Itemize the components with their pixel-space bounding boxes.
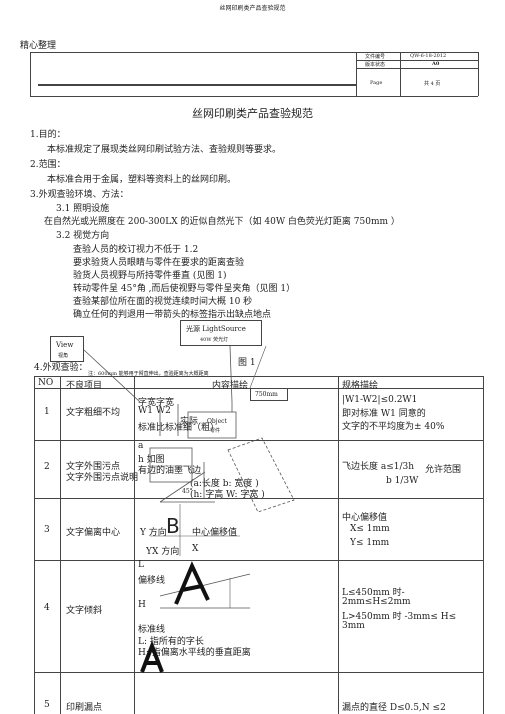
- letter-a-icon: [140, 640, 164, 673]
- sight-line: [83, 349, 141, 403]
- page-value: 共 4 页: [424, 81, 441, 87]
- inspection-line-5: 查验某部位所在面的视觉连续时间大概 10 秒: [73, 297, 253, 307]
- row-1-item: 文字粗细不均: [66, 408, 121, 418]
- row-1-content-2: W1 W2: [138, 406, 171, 416]
- section-2-text: 本标准合用于金属，塑料等资料上的丝网印刷。: [47, 175, 237, 185]
- row-1-content-1: 字宽字宽: [138, 398, 175, 408]
- row-4-content-6: H: 指偏离水平线的垂直距离: [138, 648, 251, 658]
- row-4-content-4: 标准线: [138, 625, 166, 635]
- distance-label: 750mm: [255, 391, 278, 398]
- light-source-label: 光源 LightSource: [186, 325, 246, 333]
- row-3-content-1: Y 方向: [140, 528, 167, 538]
- header-defect-item: 不良项目: [66, 381, 103, 391]
- row-5-item: 印刷漏点: [66, 703, 103, 713]
- row-5-no: 5: [44, 700, 50, 710]
- row-4-content-5: L: 指所有的字长: [138, 637, 204, 647]
- row-3-spec-2: X≤ 1mm: [350, 524, 390, 534]
- running-title: 丝网印刷类产品查验规范: [219, 5, 286, 12]
- offset-line: [159, 573, 251, 597]
- row-1-spec-2: 即对标准 W1 同意的: [342, 409, 426, 419]
- view-box: [50, 336, 84, 362]
- inspection-line-6: 确立任何的判退用一带箭头的标签指示出缺点地点: [73, 310, 272, 320]
- view-label-cn: 视角: [58, 353, 69, 359]
- section-3-2-heading: 3.2 视觉方向: [56, 231, 110, 241]
- row-1-content-3: 标准比标准细（粗）: [138, 423, 220, 433]
- tilted-object: [227, 437, 295, 513]
- row-2-spec-2: b 1/3W: [386, 476, 419, 486]
- row-3-spec-3: Y≤ 1mm: [350, 538, 390, 548]
- row-2-content-3: 有边的油墨飞边: [138, 466, 202, 476]
- row-3-content-5: X: [192, 544, 199, 554]
- tilted-letter-a-icon: [174, 561, 210, 605]
- inspection-line-3: 验货人员视野与所持零件垂直 (见图 1): [73, 271, 227, 281]
- figure-caption: 图 1: [238, 358, 256, 368]
- section-4-heading: 4.外观查验：: [34, 363, 88, 373]
- page-label: Page: [370, 80, 383, 86]
- row-4-content-3: H: [138, 600, 146, 610]
- row-2-content-2: h 如图: [138, 455, 165, 465]
- row-2-spec-note: 允许范围: [425, 465, 462, 475]
- row-3-content-4: YX 方向: [146, 547, 180, 557]
- row-1-no: 1: [44, 407, 50, 417]
- distance-pointer: [249, 345, 267, 389]
- lamp-label: 40W 荧光灯: [200, 337, 229, 343]
- header-content-description: 内容描绘: [212, 381, 249, 391]
- row-2-spec-1: 飞边长度 a≤1/3h: [342, 462, 415, 472]
- doc-number-label: 文件编号: [365, 54, 386, 60]
- row-5-spec-1: 漏点的直径 D≤0.5,N ≤2: [342, 703, 446, 713]
- row-1-content-note: 实际: [180, 417, 199, 427]
- inspection-line-4: 转动零件呈 45°角 ,而后使视野与零件呈夹角（见图 1）: [73, 284, 296, 294]
- row-4-item: 文字倾斜: [66, 606, 103, 616]
- version-value: A0: [432, 61, 440, 67]
- figure-note: 注：600mm 能够用于臂直伸出，查验距离为大概距离: [88, 371, 209, 377]
- inspection-line-1: 查验人员的校订视力不低于 1.2: [73, 245, 199, 255]
- ink-spill-box: [149, 447, 193, 483]
- row-2-content-5: (h: 字高 W: 字宽 ): [190, 490, 265, 500]
- section-3-1-heading: 3.1 照明设施: [56, 204, 110, 214]
- object-label-cn: 零件: [210, 428, 221, 434]
- watermark-text: 精心整理: [20, 41, 57, 51]
- row-4-spec-1: L≤450mm 时-: [342, 588, 405, 598]
- object-box: [187, 411, 237, 439]
- row-4-spec-2: 2mm≤H≤2mm: [342, 597, 411, 607]
- header-no: NO: [38, 378, 54, 388]
- angle-line-1: [159, 471, 206, 503]
- row-2-item-note: 文字外围污点说明: [66, 473, 139, 483]
- light-source-box: [180, 320, 262, 346]
- row-4-no: 4: [44, 603, 50, 613]
- row-2-content-1: a: [138, 441, 144, 451]
- inspection-line-2: 要求验货人员眼睛与零件在要求的距离查验: [73, 258, 245, 268]
- section-2-heading: 2.范围：: [30, 160, 66, 170]
- row-2-content-4: (a:长度 b: 宽度 ): [190, 479, 259, 489]
- row-4-content-2: 偏移线: [138, 576, 166, 586]
- row-3-content-3: 中心偏移值: [192, 528, 238, 538]
- light-line: [229, 345, 233, 403]
- section-1-heading: 1.目的：: [30, 130, 66, 140]
- row-3-spec-1: 中心偏移值: [342, 513, 388, 523]
- object-label: Object: [207, 418, 227, 425]
- row-2-item: 文字外围污点: [66, 462, 121, 472]
- page-title: 丝网印刷类产品查验规范: [192, 107, 313, 120]
- row-1-spec-3: 文字的不平均度为± 40%: [342, 422, 445, 432]
- section-3-heading: 3.外观查验环境、方法：: [30, 190, 129, 200]
- header-spec-description: 规格描绘: [342, 381, 379, 391]
- row-2-no: 2: [44, 462, 50, 472]
- row-3-no: 3: [44, 525, 50, 535]
- row-4-spec-3: L>450mm 时 -3mm≤ H≤: [342, 612, 457, 622]
- section-1-text: 本标准规定了展现类丝网印刷试验方法、查验规则等要求。: [47, 145, 282, 155]
- view-label: View: [56, 341, 74, 349]
- version-label: 版本状态: [365, 62, 386, 68]
- row-4-content-1: L: [138, 560, 144, 570]
- row-3-item: 文字偏离中心: [66, 528, 121, 538]
- row-3-content-2: B: [166, 514, 180, 538]
- angle-label: 45°: [182, 488, 193, 495]
- row-1-spec-1: |W1-W2|≤0.2W1: [342, 395, 418, 405]
- row-4-spec-4: 3mm: [342, 621, 365, 631]
- section-3-1-text: 在自然光或光照度在 200-300LX 的近似自然光下（如 40W 白色荧光灯距…: [44, 217, 400, 227]
- doc-number-value: QW-6-18-2012: [410, 53, 447, 59]
